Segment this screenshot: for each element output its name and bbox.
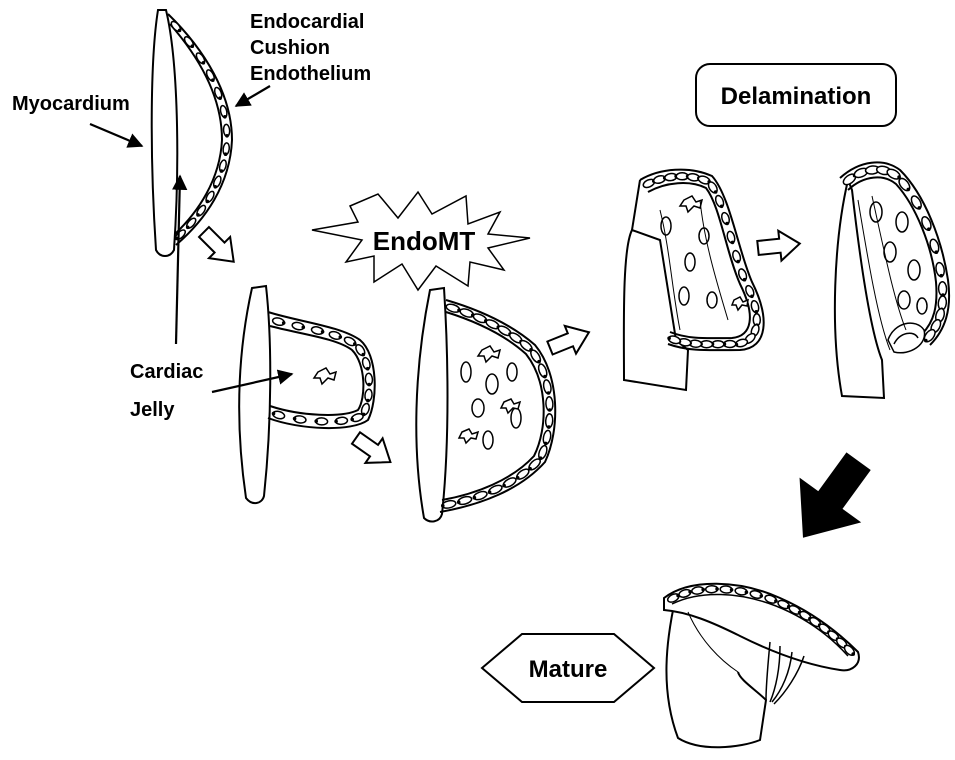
cell-junction [314,419,318,423]
endomt-label: EndoMT [373,226,476,256]
cell-junction [548,408,552,412]
outline-arrow-icon [756,229,801,263]
cell-junction [543,375,547,379]
cell-junction [750,295,754,299]
cell-junction [714,190,718,194]
stage-4-myocardium [624,230,688,390]
cell-junction [725,222,729,226]
stage-3-mesenchymal-cells [459,346,521,449]
progression-arrows [193,221,801,474]
cell-junction [223,115,227,119]
cell-junction [774,599,778,603]
cell-junction [547,425,551,429]
cell-junction [537,360,541,364]
cell-junction [366,367,370,371]
cell-junction [321,330,325,334]
cell-junction [334,420,338,424]
cell-junction [214,185,218,189]
cell-junction [282,321,286,325]
stage-5-cushion [835,162,949,398]
cell-junction [851,652,855,656]
mature-label: Mature [529,656,608,683]
cell-junction [362,353,366,357]
stage-3-cushion [416,288,555,521]
cell-junction [457,500,461,504]
cell-junction [339,335,343,339]
stage-3-endothelium-outer [440,300,555,512]
cell-junction [720,205,724,209]
cell-junction [667,336,671,340]
stage-2-myocardium [239,286,270,503]
cell-junction [488,490,492,494]
cell-junction [760,594,764,598]
cell-junction [191,44,195,48]
outline-arrow-icon [193,221,244,272]
cardiac-jelly-label-line1: Cardiac [130,361,203,383]
cell-junction [736,260,740,264]
cell-junction [730,588,734,592]
cell-junction [220,169,224,173]
cell-junction [927,227,931,231]
cardiac-jelly-label-line2: Jelly [130,399,175,421]
cell-junction [473,496,477,500]
cell-junction [350,418,354,422]
cell-junction [272,412,276,416]
stage-2-mesenchymal-cell [314,368,336,384]
cell-junction [224,152,228,156]
cell-junction [743,278,747,282]
cell-junction [367,383,371,387]
endocardial-label-line3: Endothelium [250,63,371,85]
cell-junction [924,339,928,343]
cell-junction [206,200,210,204]
stage-2-cushion [239,286,375,503]
outline-arrow-icon [544,318,594,362]
cell-junction [293,417,297,421]
cell-junction [935,250,939,254]
cell-junction [940,274,944,278]
cell-junction [441,504,445,508]
cell-junction [547,391,551,395]
solid-black-arrow-icon [775,441,887,558]
cell-junction [178,29,182,33]
cell-junction [745,590,749,594]
cell-junction [544,442,548,446]
cell-junction [731,241,735,245]
cell-junction [196,213,200,217]
cell-junction [701,588,705,592]
endocardial-label-line2: Cushion [250,37,330,59]
endocardial-label-line1: Endocardial [250,11,364,33]
cell-junction [366,399,370,403]
cell-junction [186,226,190,230]
cell-junction [211,78,215,82]
stage-3-myocardium [416,288,447,521]
stage-1-myocardium [152,10,178,256]
cell-junction [502,484,506,488]
cell-junction [202,61,206,65]
cell-junction [715,587,719,591]
stage-4-cushion [624,170,764,390]
delamination-label: Delamination [721,83,872,110]
outline-arrow-icon [347,426,399,475]
cell-junction [918,206,922,210]
endothelial-cell [350,412,364,423]
cell-junction [218,96,222,100]
myocardium-label: Myocardium [12,93,130,115]
cell-junction [225,134,229,138]
cell-junction [907,188,911,192]
stage-6-mature-valve [664,584,859,748]
stage-1-cushion [152,10,232,256]
cell-junction [302,326,306,330]
cell-junction [755,310,759,314]
